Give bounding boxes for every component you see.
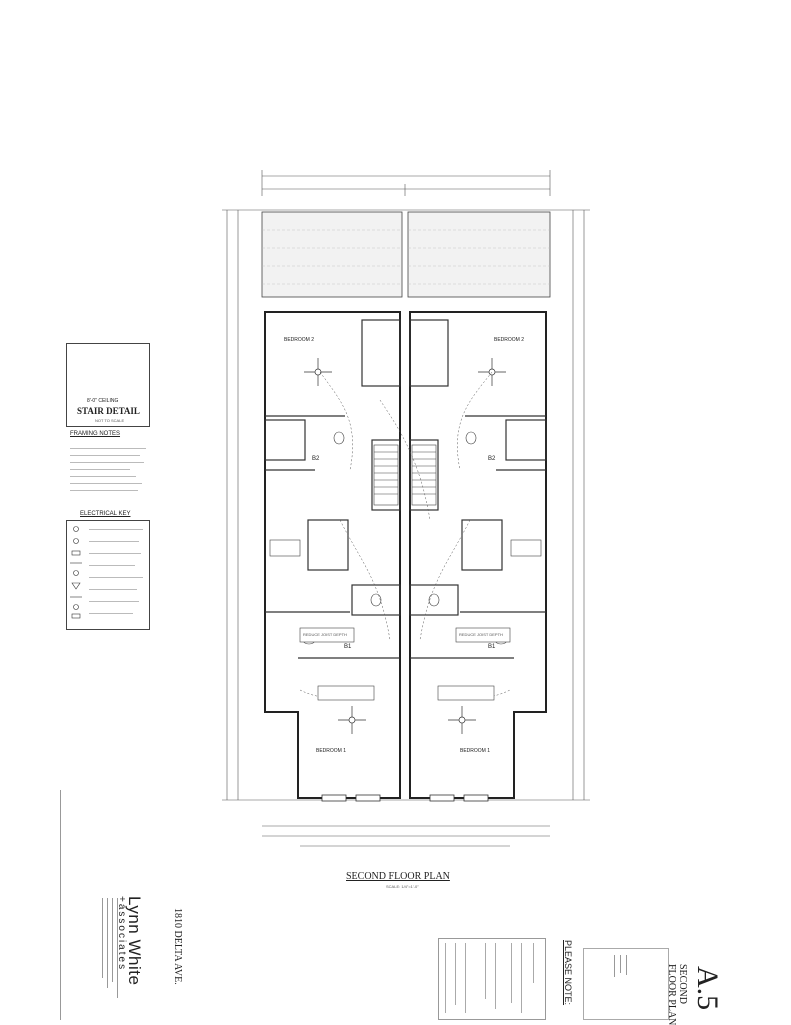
electrical-key-box xyxy=(66,520,150,630)
electrical-wiring xyxy=(299,371,511,698)
room-label-bath-2-right: B2 xyxy=(488,456,496,462)
framing-notes-lines xyxy=(70,442,150,497)
room-label-bath-2-left: B2 xyxy=(312,456,320,462)
project-address: 1810 DELTA AVE. xyxy=(172,908,183,985)
electrical-key-heading: ELECTRICAL KEY xyxy=(80,511,131,517)
file-path-line xyxy=(60,790,61,1020)
exterior-walls xyxy=(264,311,547,799)
room-label-bath-1-left: B1 xyxy=(344,644,352,650)
dimension-lines xyxy=(222,170,590,847)
note-boxes xyxy=(299,627,511,701)
roof-deck-area xyxy=(261,211,551,298)
stair-detail-scale: NOT TO SCALE xyxy=(95,418,125,423)
room-label-bedroom-1-right: BEDROOM 1 xyxy=(460,748,491,754)
general-notes-block xyxy=(438,938,546,1020)
firm-name: Lynn White xyxy=(125,896,144,986)
interior-walls xyxy=(264,319,547,659)
room-label-bath-1-right: B1 xyxy=(488,644,496,650)
please-note-label: PLEASE NOTE: xyxy=(563,940,573,1006)
note-reduce-joist-left: REDUCE JOIST DEPTH xyxy=(303,632,347,637)
stairs xyxy=(373,444,437,506)
room-label-bedroom-2-right: BEDROOM 2 xyxy=(494,337,525,343)
plan-scale: SCALE: 1/4"=1'-0" xyxy=(386,884,419,889)
firm-contact-lines xyxy=(100,898,122,1008)
stair-detail-caption: 8'-0" CEILING xyxy=(87,398,119,404)
stair-detail-box: 8'-0" CEILING STAIR DETAIL NOT TO SCALE xyxy=(66,343,150,427)
note-reduce-joist-right: REDUCE JOIST DEPTH xyxy=(459,632,503,637)
revision-block xyxy=(583,948,669,1020)
room-label-bedroom-1-left: BEDROOM 1 xyxy=(316,748,347,754)
room-label-bedroom-2-left: BEDROOM 2 xyxy=(284,337,315,343)
framing-notes-heading: FRAMING NOTES xyxy=(70,431,121,437)
plan-title: SECOND FLOOR PLAN xyxy=(346,871,450,882)
windows xyxy=(321,794,489,802)
sheet-title-line1: SECOND xyxy=(677,964,688,1005)
sheet-title-line2: FLOOR PLAN xyxy=(666,964,677,1025)
stair-detail-title: STAIR DETAIL xyxy=(77,406,140,416)
sheet-number: A.5 xyxy=(691,966,724,1011)
ceiling-fan-icon xyxy=(304,358,506,734)
electrical-key-symbols xyxy=(70,526,82,619)
